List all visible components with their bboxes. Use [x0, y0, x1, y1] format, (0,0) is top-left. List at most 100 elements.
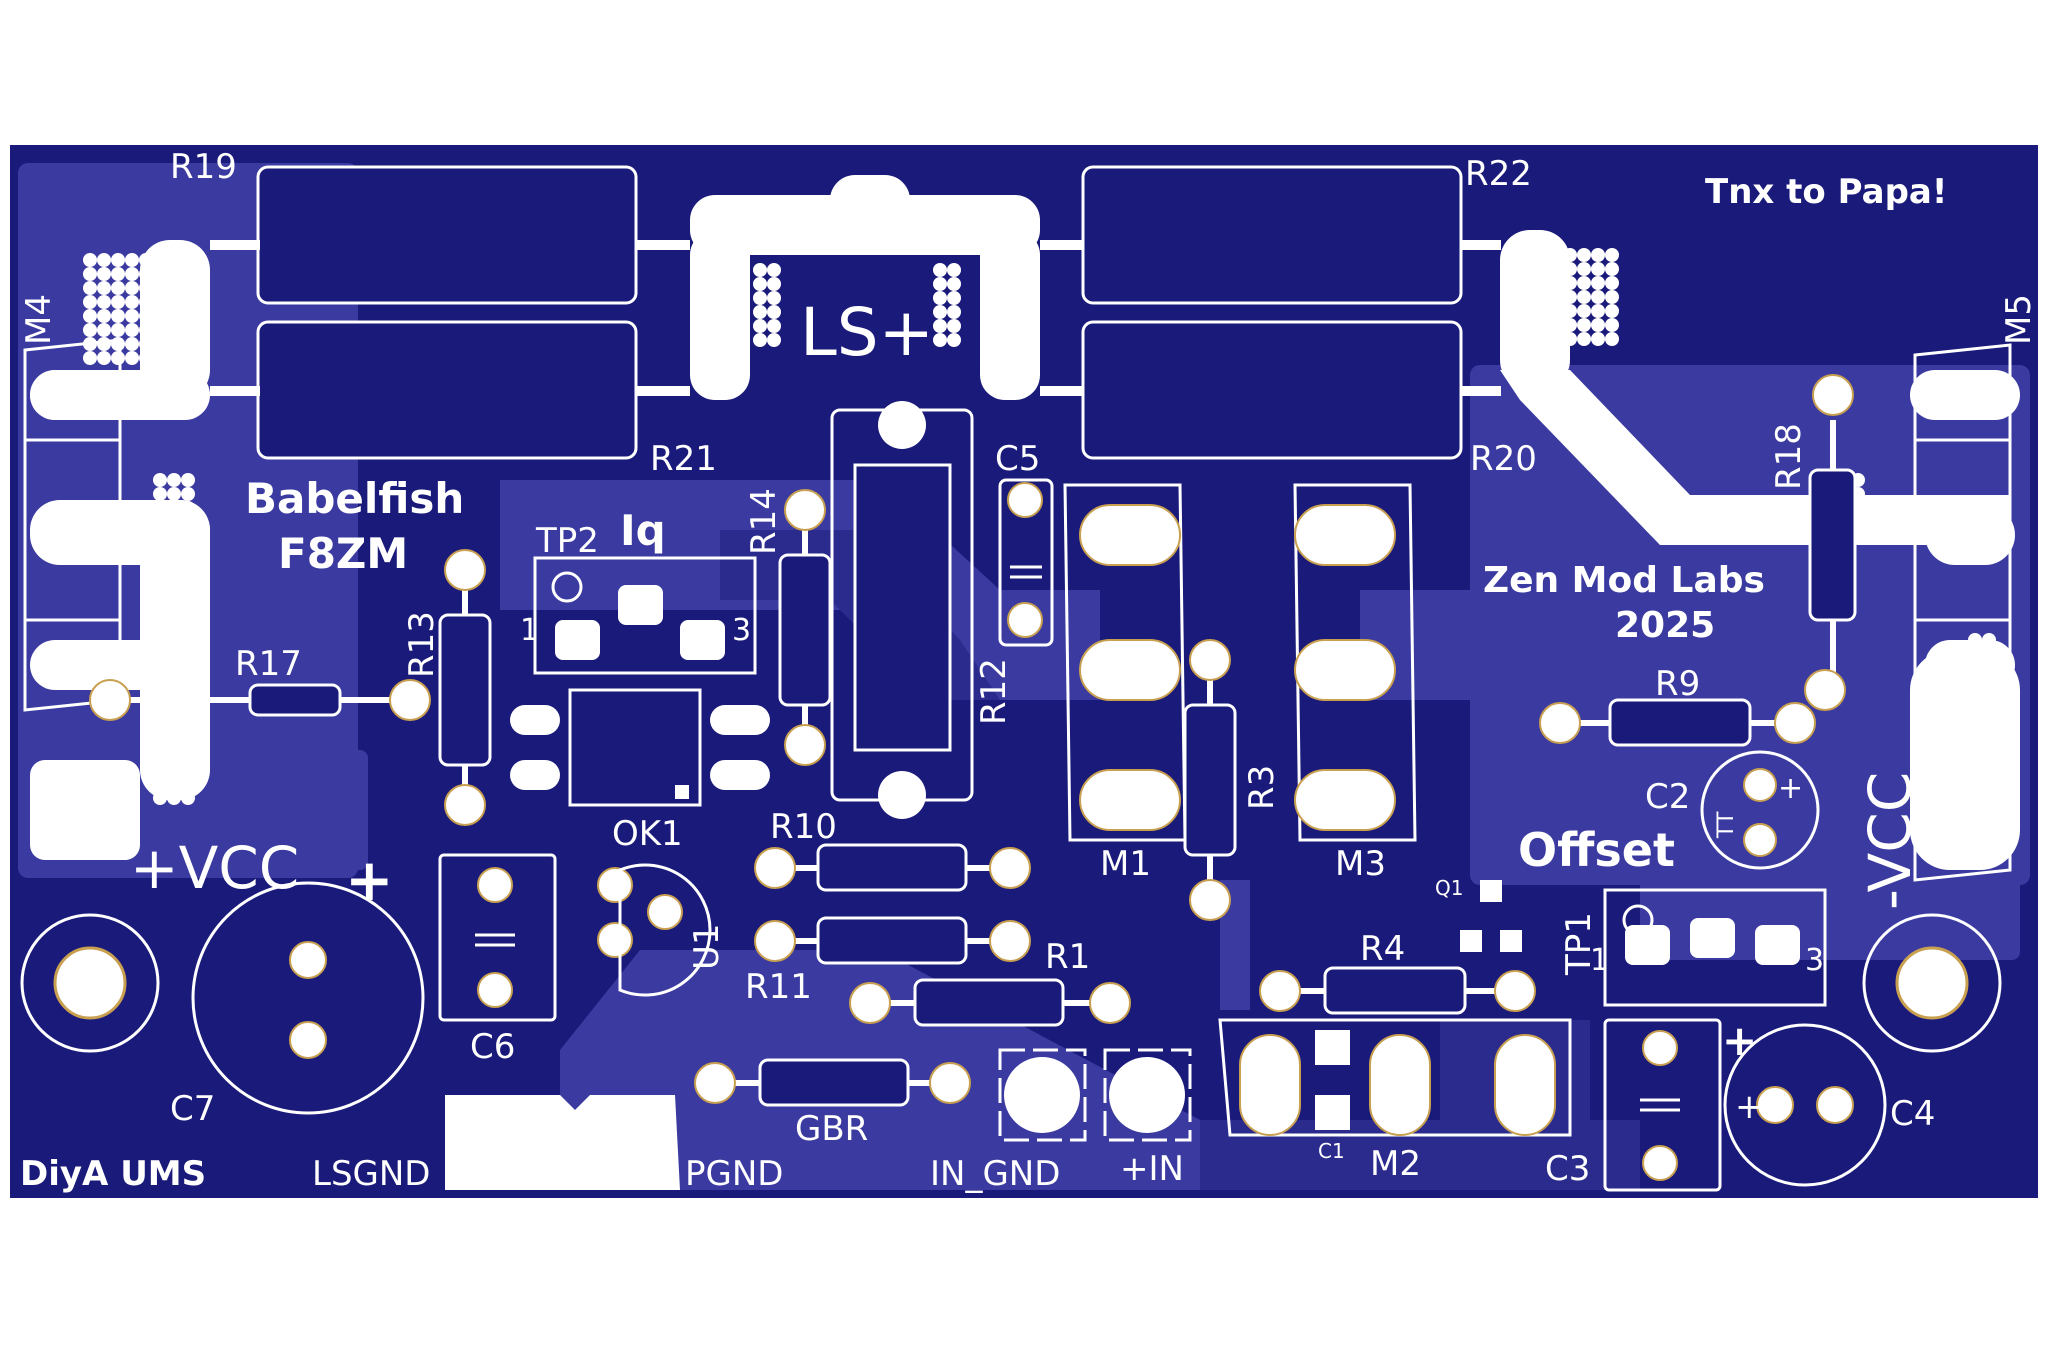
- via: [153, 791, 167, 805]
- capacitor-c6: [438, 853, 557, 1022]
- via: [753, 263, 767, 277]
- via: [947, 305, 961, 319]
- via: [1563, 332, 1577, 346]
- label-tp1: TP1: [1559, 912, 1599, 976]
- label-r18: R18: [1769, 423, 1809, 490]
- via: [167, 791, 181, 805]
- via: [97, 295, 111, 309]
- label-r21: R21: [650, 439, 717, 479]
- via: [1605, 262, 1619, 276]
- via: [767, 319, 781, 333]
- label-tp1-pin3: 3: [1805, 943, 1824, 978]
- via: [767, 277, 781, 291]
- via: [767, 291, 781, 305]
- resistor-gbr-body: [758, 1058, 910, 1107]
- label-r13: R13: [402, 611, 442, 678]
- resistor-r17-body: [248, 683, 342, 717]
- label-c4-plus: +: [1722, 1016, 1757, 1065]
- resistor-r21-body: [256, 320, 638, 460]
- via: [111, 323, 125, 337]
- label-tt: TT: [1714, 811, 1739, 839]
- via: [1591, 248, 1605, 262]
- via: [111, 295, 125, 309]
- via: [111, 267, 125, 281]
- resistor-leads: [110, 420, 1836, 1086]
- via: [111, 253, 125, 267]
- label-r17: R17: [235, 644, 302, 684]
- power-resistors: [256, 165, 1463, 460]
- via: [947, 333, 961, 347]
- label-r1: R1: [1045, 937, 1090, 977]
- via: [181, 543, 195, 557]
- transistor-m5: [1913, 343, 2012, 882]
- via: [1577, 304, 1591, 318]
- via: [753, 319, 767, 333]
- capacitor-c4: [1723, 1023, 1887, 1187]
- via: [933, 263, 947, 277]
- label-r3: R3: [1242, 765, 1282, 810]
- via: [1577, 262, 1591, 276]
- via: [125, 267, 139, 281]
- via: [181, 763, 195, 777]
- via: [139, 323, 153, 337]
- label-r4: R4: [1360, 929, 1405, 969]
- label-q1: Q1: [1435, 876, 1463, 900]
- via: [1577, 318, 1591, 332]
- via: [1605, 304, 1619, 318]
- via: [139, 351, 153, 365]
- via: [1577, 276, 1591, 290]
- via: [1591, 318, 1605, 332]
- capacitor-c7: [191, 881, 425, 1115]
- via: [933, 305, 947, 319]
- via: [125, 253, 139, 267]
- via: [1591, 262, 1605, 276]
- via: [111, 281, 125, 295]
- label-u1: U1: [687, 923, 727, 970]
- via: [1577, 332, 1591, 346]
- via: [753, 291, 767, 305]
- label-c2: C2: [1645, 777, 1690, 817]
- via: [139, 337, 153, 351]
- via: [83, 351, 97, 365]
- via: [153, 473, 167, 487]
- small-resistors: [248, 468, 1857, 1107]
- via: [1605, 248, 1619, 262]
- via: [181, 777, 195, 791]
- via: [83, 309, 97, 323]
- terminal-lsgnd-pgnd: [445, 1095, 680, 1190]
- pads: [89, 374, 1854, 1181]
- label-c2-plus: +: [1778, 771, 1803, 806]
- trimmer-tp1: [1603, 888, 1827, 1007]
- label-plus-in: +IN: [1120, 1149, 1184, 1189]
- via: [167, 501, 181, 515]
- via: [1605, 332, 1619, 346]
- via: [753, 305, 767, 319]
- via: [83, 281, 97, 295]
- label-r9: R9: [1655, 664, 1700, 704]
- via: [125, 323, 139, 337]
- label-tp1-pin1: 1: [1590, 943, 1609, 978]
- label-r22: R22: [1465, 154, 1532, 194]
- via: [947, 319, 961, 333]
- label-pgnd: PGND: [685, 1154, 783, 1194]
- label-m4: M4: [19, 294, 59, 345]
- via: [181, 791, 195, 805]
- resistor-r11-body: [816, 916, 968, 965]
- resistor-r9-body: [1608, 698, 1752, 747]
- via: [167, 763, 181, 777]
- via: [97, 323, 111, 337]
- via: [83, 267, 97, 281]
- via: [139, 267, 153, 281]
- via: [181, 571, 195, 585]
- via: [1605, 276, 1619, 290]
- via: [1563, 248, 1577, 262]
- label-m2: M2: [1370, 1144, 1421, 1184]
- resistor-r18-body: [1808, 468, 1857, 622]
- label-c4-plus-pad: +: [1735, 1087, 1764, 1127]
- via: [753, 277, 767, 291]
- label-offset: Offset: [1518, 823, 1675, 877]
- transistor-m3: [1293, 483, 1417, 842]
- label-c6: C6: [470, 1027, 515, 1067]
- via: [181, 473, 195, 487]
